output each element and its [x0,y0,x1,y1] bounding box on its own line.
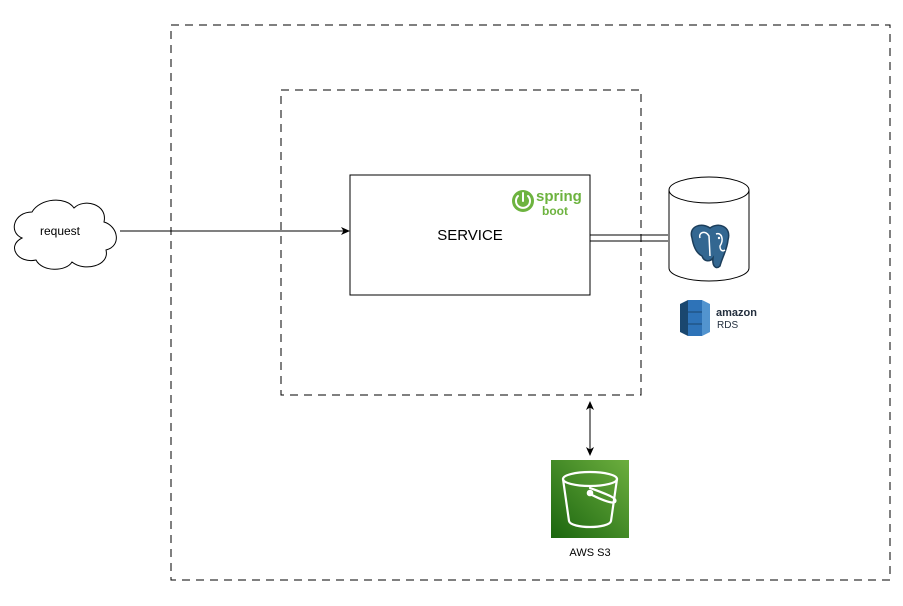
database-node[interactable] [668,176,750,282]
s3-label: AWS S3 [569,547,610,559]
service-to-database-link [590,234,668,242]
spring-logo-text: spring [536,188,582,205]
spring-boot-logo: spring boot [512,188,582,218]
rds-logo-text: RDS [717,320,738,331]
boot-logo-text: boot [542,204,568,218]
postgresql-elephant-icon [690,224,730,269]
service-node[interactable]: SERVICE spring boot [349,174,591,296]
inner-boundary [280,89,642,396]
s3-bucket-icon [561,470,619,529]
cloud-icon [13,199,117,270]
spring-boot-logo-icon [512,190,534,212]
service-label: SERVICE [437,227,503,244]
service-box [349,174,591,296]
request-cloud[interactable]: request [13,199,117,270]
s3-node[interactable]: AWS S3 [551,460,629,559]
outer-boundary [170,24,891,581]
request-label: request [40,224,81,238]
amazon-rds-logo: amazon RDS [680,300,757,336]
amazon-rds-icon [680,300,710,336]
amazon-logo-text: amazon [716,307,757,319]
